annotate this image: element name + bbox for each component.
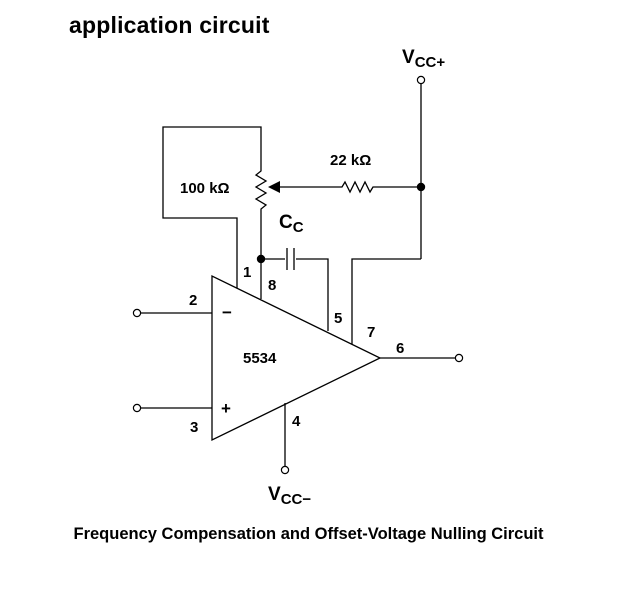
vcc-plus-junction: [416, 182, 426, 192]
inverting-sign: −: [222, 303, 232, 322]
vcc-plus-label: VCC+: [402, 47, 445, 71]
pin6-label: 6: [396, 340, 404, 357]
potentiometer: [254, 167, 268, 213]
pin3-label: 3: [190, 419, 198, 436]
opamp-label: 5534: [243, 350, 277, 367]
pin5-label: 5: [334, 310, 342, 327]
pot-value: 100 kΩ: [180, 180, 230, 197]
figure-caption: Frequency Compensation and Offset-Voltag…: [73, 525, 544, 543]
pin2-label: 2: [189, 292, 197, 309]
pin2-terminal[interactable]: [132, 308, 142, 318]
vcc-minus-label: VCC−: [268, 484, 311, 508]
page-title: application circuit: [69, 12, 270, 38]
output-terminal[interactable]: [454, 353, 464, 363]
resistor-22k: [337, 180, 421, 194]
pin1-wire: [162, 126, 262, 288]
resistor-value: 22 kΩ: [330, 152, 371, 169]
cap-wire-right: [296, 258, 329, 331]
cap-label: CC: [279, 212, 304, 236]
vcc-minus-terminal[interactable]: [280, 465, 290, 475]
pin1-label: 1: [243, 264, 251, 281]
pin7-label: 7: [367, 324, 375, 341]
vcc-plus-terminal[interactable]: [416, 75, 426, 85]
pin4-label: 4: [292, 413, 301, 430]
pot-wiper-arrow: [268, 181, 280, 193]
pin7-wire: [351, 258, 421, 344]
pin8-label: 8: [268, 277, 276, 294]
opamp-triangle: [211, 274, 382, 442]
noninverting-sign: +: [221, 399, 231, 418]
pin3-terminal[interactable]: [132, 403, 142, 413]
